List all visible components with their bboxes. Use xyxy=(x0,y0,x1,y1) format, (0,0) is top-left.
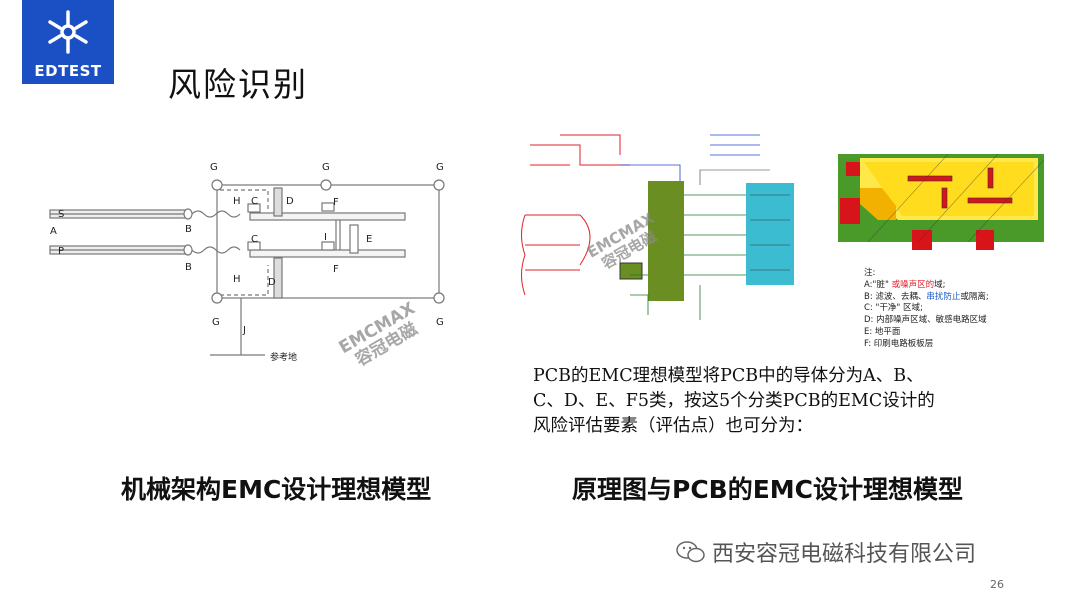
legend-title: 注: xyxy=(864,268,876,278)
company-logo: EDTEST xyxy=(22,0,114,84)
label-a: A xyxy=(50,226,57,237)
legend-e: E: 地平面 xyxy=(864,326,901,337)
label-g3: G xyxy=(436,162,444,173)
label-p: P xyxy=(58,246,64,257)
label-g4: G xyxy=(212,317,220,328)
label-c1: C xyxy=(251,196,258,207)
slide-title: 风险识别 xyxy=(168,65,308,104)
page-number: 26 xyxy=(990,578,1004,591)
legend-b: B: 滤波、去耦、串扰防止或隔离; xyxy=(864,291,989,302)
logo-emblem-icon xyxy=(48,10,88,54)
company-name: 西安容冠电磁科技有限公司 xyxy=(712,542,977,567)
label-d1: D xyxy=(286,196,294,207)
legend-d: D: 内部噪声区域、敏感电路区域 xyxy=(864,315,987,326)
wechat-icon xyxy=(676,541,705,563)
label-e: E xyxy=(366,234,372,245)
label-g5: G xyxy=(436,317,444,328)
label-b1: B xyxy=(185,224,192,235)
schematic-diagram xyxy=(521,134,794,320)
label-b2: B xyxy=(185,262,192,273)
pcb-caption: 原理图与PCB的EMC设计理想模型 xyxy=(572,475,964,504)
logo-text: EDTEST xyxy=(34,62,102,80)
label-f1: F xyxy=(333,197,339,208)
label-s: S xyxy=(58,209,64,220)
footer-brand: 西安容冠电磁科技有限公司 xyxy=(676,536,976,568)
pcb-zone-diagram xyxy=(838,153,1045,250)
label-h1: H xyxy=(233,196,241,207)
legend-a: A:"脏" 或噪声区的域; xyxy=(864,279,946,290)
label-f2: F xyxy=(333,264,339,275)
label-g2: G xyxy=(322,162,330,173)
label-c2: C xyxy=(251,234,258,245)
label-j: J xyxy=(242,325,246,336)
legend-f: F: 印刷电路板板层 xyxy=(864,338,934,349)
label-ref-ground: 参考地 xyxy=(270,351,297,363)
pcb-description: PCB的EMC理想模型将PCB中的导体分为A、B、 C、D、E、F5类，按这5个… xyxy=(533,366,935,436)
label-g1: G xyxy=(210,162,218,173)
mechanical-model-diagram: G G G G G S P A B B C C D D E F F H H I … xyxy=(49,162,445,363)
mech-caption: 机械架构EMC设计理想模型 xyxy=(121,475,432,504)
label-d2: D xyxy=(268,277,276,288)
label-i: I xyxy=(324,232,327,243)
label-h2: H xyxy=(233,274,241,285)
pcb-legend: 注: A:"脏" 或噪声区的域; B: 滤波、去耦、串扰防止或隔离; C: "干… xyxy=(864,268,989,351)
legend-c: C: "干净" 区域; xyxy=(864,303,923,314)
